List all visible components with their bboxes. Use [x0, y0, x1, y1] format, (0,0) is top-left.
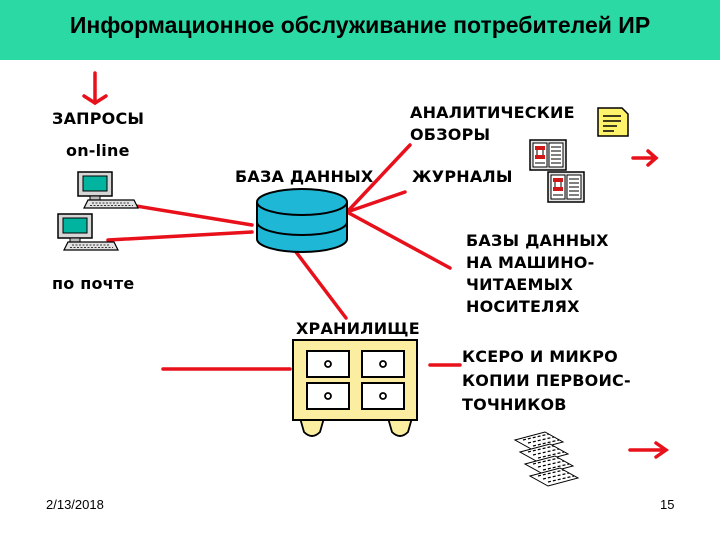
- slide-title: Информационное обслуживание потребителей…: [69, 12, 651, 38]
- connector-online: [116, 201, 254, 227]
- storage-cabinet-icon: [292, 339, 418, 437]
- label-by-mail: по почте: [52, 274, 135, 293]
- connector-storage: [294, 250, 348, 320]
- label-analytic-reviews-2: ОБЗОРЫ: [410, 125, 491, 144]
- journal-icon: [547, 171, 585, 203]
- connector-journals: [345, 190, 407, 214]
- label-storage: ХРАНИЛИЩЕ: [296, 319, 420, 338]
- label-online: on-line: [66, 141, 130, 160]
- output-arrow-top: [631, 149, 659, 167]
- connector-machine-db: [345, 210, 452, 270]
- connector-reviews: [345, 143, 412, 214]
- entry-arrowhead: [82, 94, 108, 106]
- label-machine-db-4: НОСИТЕЛЯХ: [466, 297, 580, 316]
- label-database: БАЗА ДАННЫХ: [235, 167, 374, 186]
- microfiche-icon: [514, 431, 579, 487]
- label-machine-db-1: БАЗЫ ДАННЫХ: [466, 231, 609, 250]
- label-machine-db-2: НА МАШИНО-: [466, 253, 595, 272]
- computer-icon: [57, 213, 119, 251]
- label-copies-2: КОПИИ ПЕРВОИС-: [462, 371, 631, 390]
- label-requests: ЗАПРОСЫ: [52, 109, 145, 128]
- label-copies-3: ТОЧНИКОВ: [462, 395, 567, 414]
- database-cylinder-icon: [256, 188, 348, 253]
- label-machine-db-3: ЧИТАЕМЫХ: [466, 275, 573, 294]
- label-copies-1: КСЕРО И МИКРО: [462, 347, 618, 366]
- title-bar: [0, 0, 720, 60]
- computer-icon: [77, 171, 139, 209]
- connector-mail: [106, 230, 254, 242]
- output-arrow-bottom: [628, 441, 670, 459]
- journal-icon: [529, 139, 567, 171]
- slide-date: 2/13/2018: [46, 497, 104, 512]
- document-icon: [597, 107, 629, 137]
- page-number: 15: [660, 497, 675, 512]
- label-journals: ЖУРНАЛЫ: [412, 167, 513, 186]
- label-analytic-reviews-1: АНАЛИТИЧЕСКИЕ: [410, 103, 575, 122]
